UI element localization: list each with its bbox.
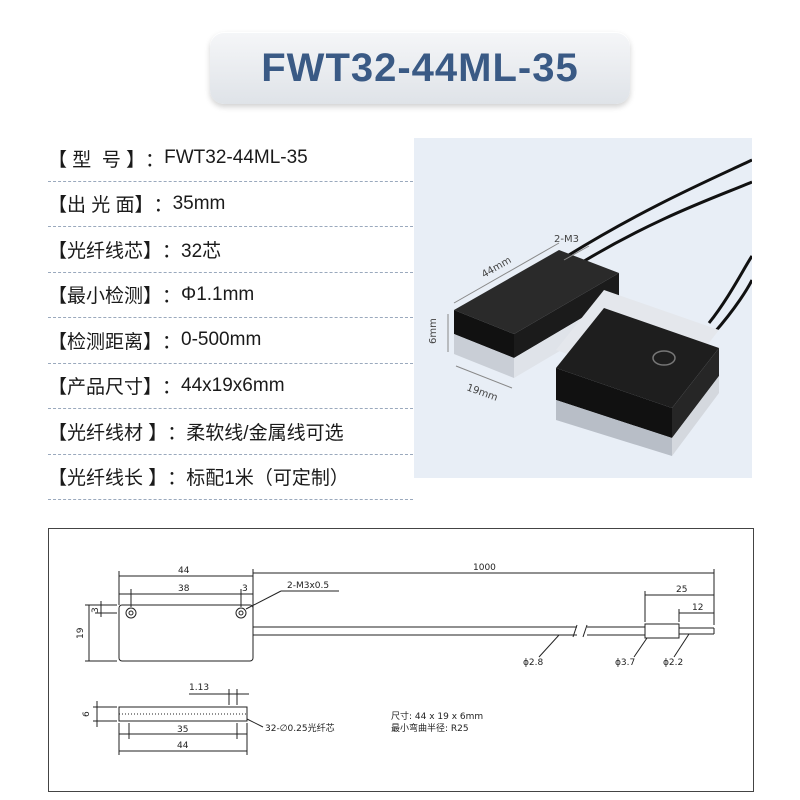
spec-value: 35mm (172, 192, 226, 214)
dim-25: 25 (676, 585, 687, 595)
dia-2-8: ϕ2.8 (523, 658, 544, 668)
photo-hole-label: 2-M3 (554, 234, 579, 245)
dim-35: 35 (177, 725, 188, 735)
spec-row: 【检测距离】：0-500mm (48, 318, 413, 364)
drawing-canvas: 44 38 3 3 19 2-M3x0.5 1000 25 12 ϕ2.8 ϕ3… (76, 563, 715, 755)
spec-label: 【 型 号 】 (48, 149, 146, 171)
spec-row: 【产品尺寸】：44x19x6mm (48, 364, 413, 409)
product-illustration: 2-M3 44mm 6mm 19mm (428, 158, 754, 456)
dim-3-left: 3 (91, 607, 101, 613)
size-note: 尺寸: 44 x 19 x 6mm (391, 710, 483, 722)
spec-row: 【最小检测】：Φ1.1mm (48, 273, 413, 318)
dim-44: 44 (178, 566, 190, 576)
spec-value: 44x19x6mm (181, 374, 285, 396)
spec-value: 柔软线/金属线可选 (186, 422, 344, 444)
dia-3-7: ϕ3.7 (615, 658, 635, 668)
dia-2-2: ϕ2.2 (663, 658, 683, 668)
dim-38: 38 (178, 584, 190, 594)
core-note: 32-∅0.25光纤芯 (265, 722, 335, 734)
spec-row: 【出 光 面】：35mm (48, 182, 413, 227)
dim-12: 12 (692, 603, 703, 613)
spec-label: 【最小检测】 (48, 286, 163, 308)
spec-row: 【光纤线芯】：32芯 (48, 227, 413, 273)
spec-label: 【光纤线芯】 (48, 240, 163, 262)
spec-value: 32芯 (181, 240, 222, 262)
dim-6: 6 (82, 711, 92, 717)
dim-19: 19 (76, 627, 86, 639)
photo-height-label: 6mm (428, 318, 439, 344)
product-title: FWT32-44ML-35 (261, 45, 579, 90)
product-photo: 2-M3 44mm 6mm 19mm (414, 138, 754, 478)
spec-value: FWT32-44ML-35 (164, 147, 308, 169)
spec-row: 【光纤线长 】：标配1米（可定制） (48, 455, 413, 500)
title-banner: FWT32-44ML-35 (210, 32, 630, 104)
spec-label: 【出 光 面】 (48, 195, 154, 217)
spec-label: 【光纤线材 】 (48, 422, 168, 444)
spec-row: 【光纤线材 】：柔软线/金属线可选 (48, 409, 413, 455)
spec-label: 【光纤线长 】 (48, 468, 168, 490)
spec-value: 0-500mm (181, 329, 262, 351)
spec-value: Φ1.1mm (181, 283, 255, 305)
spec-label: 【产品尺寸】 (48, 377, 163, 399)
technical-drawing: 44 38 3 3 19 2-M3x0.5 1000 25 12 ϕ2.8 ϕ3… (48, 528, 754, 792)
dim-1000: 1000 (473, 563, 496, 573)
dim-44-bottom: 44 (177, 741, 189, 751)
bend-note: 最小弯曲半径: R25 (391, 722, 469, 734)
spec-row: 【 型 号 】：FWT32-44ML-35 (48, 136, 413, 182)
dim-1-13: 1.13 (189, 683, 209, 693)
hole-note: 2-M3x0.5 (287, 581, 329, 591)
spec-value: 标配1米（可定制） (186, 468, 349, 490)
spec-list: 【 型 号 】：FWT32-44ML-35 【出 光 面】：35mm 【光纤线芯… (48, 136, 413, 500)
dim-3-top: 3 (242, 584, 248, 594)
spec-label: 【检测距离】 (48, 331, 163, 353)
photo-width-label: 19mm (465, 382, 499, 403)
photo-length-label: 44mm (480, 255, 513, 281)
